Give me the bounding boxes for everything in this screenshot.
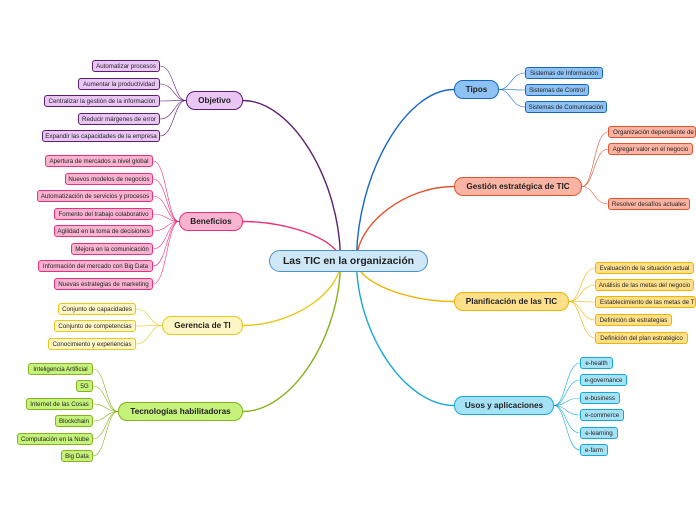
leaf-establecimiento-metas[interactable]: Establecimiento de las metas de TIC	[595, 296, 696, 308]
leaf-line-planificacion	[568, 284, 596, 302]
leaf-5g[interactable]: 5G	[76, 380, 93, 392]
leaf-big-data[interactable]: Big Data	[61, 450, 93, 462]
topic-tipos[interactable]: Tipos	[454, 80, 499, 99]
leaf-conjunto-capacidades[interactable]: Conjunto de capacidades	[58, 303, 136, 315]
leaf-line-objetivo	[159, 100, 187, 102]
leaf-sistemas-comunicacion[interactable]: Sistemas de Comunicación	[525, 101, 607, 113]
topic-gerencia-ti[interactable]: Gerencia de TI	[162, 316, 243, 335]
topic-beneficios[interactable]: Beneficios	[179, 212, 243, 231]
leaf-line-usos	[553, 362, 581, 406]
leaf-line-usos	[553, 405, 581, 434]
leaf-e-learning[interactable]: e-learning	[580, 427, 618, 439]
leaf-analisis-metas[interactable]: Análisis de las metas del negocio	[595, 279, 694, 291]
leaf-nuevos-modelos[interactable]: Nuevos modelos de negocios	[65, 173, 153, 185]
leaf-e-commerce[interactable]: e-commerce	[580, 409, 624, 421]
branch-line-tecnologias	[242, 260, 342, 413]
branch-line-objetivo	[242, 99, 342, 262]
topic-usos-aplicaciones[interactable]: Usos y aplicaciones	[454, 396, 554, 415]
leaf-line-tecnologias	[92, 403, 119, 412]
leaf-internet-cosas[interactable]: Internet de las Cosas	[26, 398, 93, 410]
leaf-organizacion-dependiente[interactable]: Organización dependiente de TIC	[608, 126, 696, 138]
leaf-sistemas-informacion[interactable]: Sistemas de Información	[525, 67, 603, 79]
leaf-resolver-desafios[interactable]: Resolver desafíos actuales	[608, 198, 690, 210]
leaf-line-objetivo	[159, 100, 187, 120]
leaf-informacion-big-data[interactable]: Información del mercado con Big Data	[38, 260, 153, 272]
branch-line-gestion	[355, 185, 455, 262]
leaf-e-business[interactable]: e-business	[580, 392, 620, 404]
leaf-mejora-comunicacion[interactable]: Mejora en la comunicación	[71, 243, 153, 255]
topic-objetivo[interactable]: Objetivo	[186, 91, 243, 110]
leaf-line-gestion	[581, 148, 609, 187]
leaf-evaluacion-situacion[interactable]: Evaluación de la situación actual	[595, 262, 694, 274]
leaf-computacion-nube[interactable]: Computación en la Nube	[17, 433, 93, 445]
leaf-definicion-estrategias[interactable]: Definición de estrategias	[595, 314, 672, 326]
leaf-line-tecnologias	[92, 411, 119, 457]
leaf-nuevas-estrategias[interactable]: Nuevas estrategias de marketing	[54, 278, 153, 290]
leaf-line-objetivo	[159, 83, 187, 101]
leaf-line-tecnologias	[92, 368, 119, 412]
leaf-fomento-trabajo[interactable]: Fomento del trabajo colaborativo	[54, 208, 153, 220]
leaf-line-beneficios	[152, 221, 180, 267]
leaf-line-beneficios	[152, 178, 180, 222]
leaf-centralizar-gestion[interactable]: Centralizar la gestión de la información	[44, 95, 160, 107]
leaf-e-health[interactable]: e-health	[580, 357, 613, 369]
leaf-line-gestion	[581, 186, 609, 205]
leaf-e-governance[interactable]: e-governance	[580, 374, 627, 386]
leaf-expandir-capacidades[interactable]: Expandir las capacidades de la empresa	[42, 130, 160, 142]
leaf-line-gerencia	[135, 308, 163, 326]
leaf-line-tipos	[498, 89, 526, 91]
leaf-line-usos	[553, 397, 581, 406]
leaf-line-usos	[553, 405, 581, 451]
leaf-conocimiento-experiencias[interactable]: Conocimiento y experiencias	[48, 338, 136, 350]
leaf-definicion-plan[interactable]: Definición del plan estratégico	[595, 332, 688, 344]
leaf-line-usos	[553, 379, 581, 406]
leaf-line-tecnologias	[92, 385, 119, 412]
leaf-inteligencia-artificial[interactable]: Inteligencia Artificial	[28, 363, 93, 375]
leaf-line-beneficios	[152, 213, 180, 222]
leaf-line-beneficios	[152, 160, 180, 222]
central-topic[interactable]: Las TIC en la organización	[269, 250, 428, 272]
leaf-line-planificacion	[568, 301, 596, 303]
leaf-line-tipos	[498, 72, 526, 90]
leaf-line-tipos	[498, 89, 526, 108]
leaf-line-gerencia	[135, 325, 163, 345]
leaf-conjunto-competencias[interactable]: Conjunto de competencias	[54, 320, 136, 332]
leaf-blockchain[interactable]: Blockchain	[55, 415, 93, 427]
leaf-line-gestion	[581, 131, 609, 187]
leaf-automatizacion-servicios[interactable]: Automatización de servicios y procesos	[37, 190, 153, 202]
topic-planificacion[interactable]: Planificación de las TIC	[454, 292, 569, 311]
leaf-line-gerencia	[135, 325, 163, 327]
leaf-line-beneficios	[152, 221, 180, 250]
leaf-reducir-margenes[interactable]: Reducir márgenes de error	[78, 113, 160, 125]
leaf-line-objetivo	[159, 65, 187, 101]
leaf-agregar-valor[interactable]: Agregar valor en el negocio	[608, 143, 693, 155]
topic-gestion-estrategica[interactable]: Gestión estratégica de TIC	[454, 177, 582, 196]
leaf-line-beneficios	[152, 221, 180, 285]
leaf-aumentar-productividad[interactable]: Aumentar la productividad	[78, 78, 160, 90]
leaf-sistemas-control[interactable]: Sistemas de Control	[525, 84, 589, 96]
branch-line-usos	[355, 260, 455, 407]
leaf-apertura-mercados[interactable]: Apertura de mercados a nivel global	[45, 155, 153, 167]
leaf-line-beneficios	[152, 195, 180, 222]
branch-line-tipos	[355, 88, 455, 262]
topic-tecnologias-habilitadoras[interactable]: Tecnologías habilitadoras	[118, 402, 243, 421]
leaf-line-planificacion	[568, 301, 596, 321]
leaf-automatizar-procesos[interactable]: Automatizar procesos	[92, 60, 160, 72]
leaf-agilidad-decisiones[interactable]: Agilidad en la toma de decisiones	[54, 225, 153, 237]
leaf-line-planificacion	[568, 267, 596, 302]
leaf-e-farm[interactable]: e-farm	[580, 444, 608, 456]
